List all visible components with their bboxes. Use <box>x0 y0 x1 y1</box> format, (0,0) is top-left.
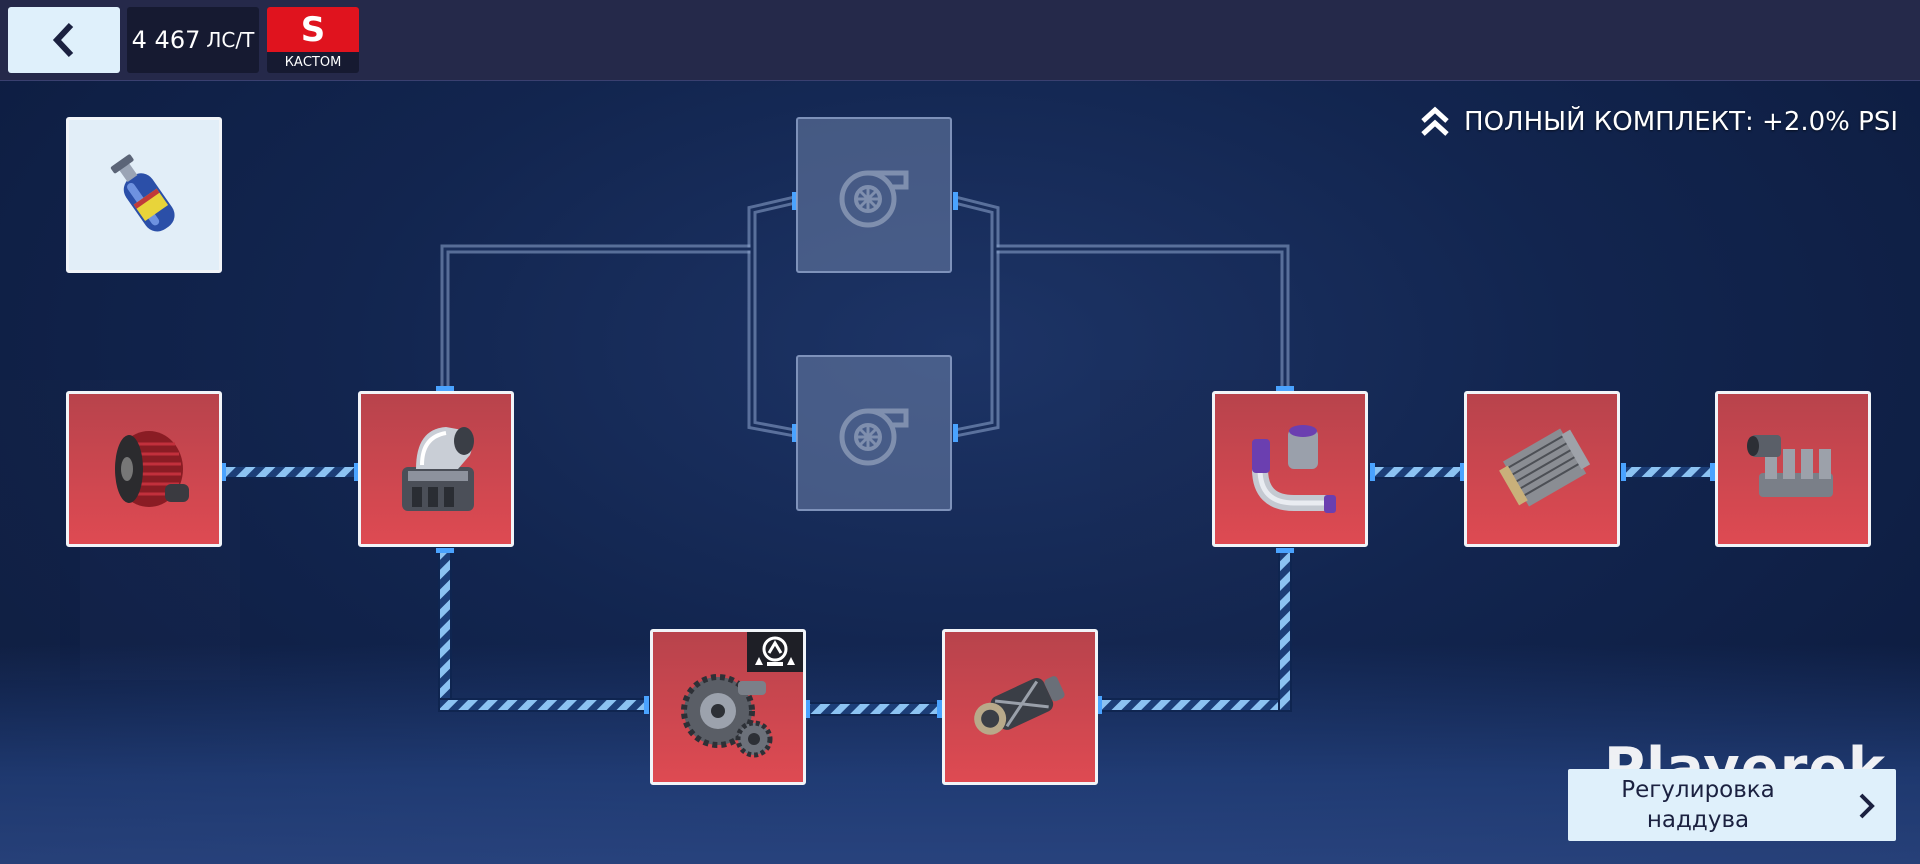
part-supercharger[interactable] <box>942 629 1098 785</box>
back-button[interactable] <box>8 7 120 73</box>
nitrous-bottle-icon <box>110 154 175 232</box>
top-bar: 4 467 ЛС/Т S КАСТОМ <box>0 0 1920 81</box>
class-label: КАСТОМ <box>284 55 342 70</box>
boost-adjust-line2: наддува <box>1646 807 1750 833</box>
class-letter: S <box>267 7 359 52</box>
chevron-left-icon <box>52 22 74 58</box>
part-turbo-2-locked[interactable] <box>796 355 952 511</box>
turbo-icon <box>839 408 909 466</box>
link-up-to-piping <box>1278 549 1292 712</box>
boost-badge-icon <box>755 636 795 666</box>
link-intercooler-to-manifold <box>1620 465 1716 479</box>
part-intercooler[interactable] <box>1464 391 1620 547</box>
gears-icon <box>681 674 773 758</box>
boost-adjust-button[interactable]: Регулировка наддува <box>1568 769 1896 841</box>
link-filter-to-intake <box>222 465 360 479</box>
part-intake-scoop[interactable] <box>358 391 514 547</box>
intake-scoop-icon <box>402 427 474 511</box>
part-nitrous[interactable] <box>66 117 222 273</box>
chevron-right-icon <box>1859 793 1875 819</box>
part-air-filter[interactable] <box>66 391 222 547</box>
power-value: 4 467 <box>131 26 201 54</box>
power-unit: ЛС/Т <box>206 28 255 52</box>
link-piping-to-intercooler <box>1369 465 1465 479</box>
part-intake-manifold[interactable] <box>1715 391 1871 547</box>
double-chevron-up-icon <box>1421 106 1449 136</box>
boost-adjust-label: Регулировка наддува <box>1568 769 1828 841</box>
link-intake-down <box>438 549 452 706</box>
part-turbo-1-locked[interactable] <box>796 117 952 273</box>
intercooler-icon <box>1499 428 1591 507</box>
part-piping[interactable] <box>1212 391 1368 547</box>
boost-badge <box>747 632 803 672</box>
link-supercharger-right <box>1096 698 1292 712</box>
part-gears[interactable] <box>650 629 806 785</box>
set-bonus-text: ПОЛНЫЙ КОМПЛЕКТ: +2.0% PSI <box>1464 107 1898 137</box>
car-class-badge: S КАСТОМ <box>267 7 359 73</box>
link-to-gears <box>438 698 650 712</box>
power-to-weight: 4 467 ЛС/Т <box>127 7 259 73</box>
supercharger-icon <box>974 676 1065 735</box>
air-filter-icon <box>115 431 189 507</box>
set-bonus: ПОЛНЫЙ КОМПЛЕКТ: +2.0% PSI <box>1420 104 1898 140</box>
link-gears-to-supercharger <box>804 702 942 716</box>
piping-icon <box>1252 425 1336 513</box>
boost-adjust-line1: Регулировка <box>1621 777 1775 803</box>
intake-manifold-icon <box>1747 435 1833 497</box>
turbo-icon <box>839 170 909 228</box>
